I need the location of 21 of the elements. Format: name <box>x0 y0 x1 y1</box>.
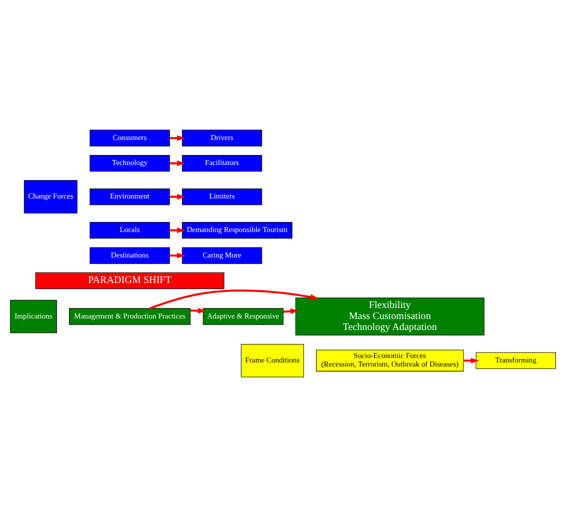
arrow <box>149 289 318 309</box>
node-box: Flexibility Mass Customisation Technology Adaptation <box>295 297 484 335</box>
node-box: Consumers <box>90 129 170 146</box>
node-box: Drivers <box>182 129 262 146</box>
node-box: Socio-Economic Forces (Recession, Terrorism, Outbreak of Diseases) <box>316 349 464 371</box>
node-box: Adaptive & Responsive <box>202 308 284 324</box>
node-box: Environment <box>90 188 170 205</box>
node-box: PARADIGM SHIFT <box>35 272 224 289</box>
node-box: Destinations <box>90 246 170 264</box>
node-box: Limiters <box>182 188 262 205</box>
node-box: Locals <box>90 222 170 238</box>
node-box: Change Forces <box>24 180 78 213</box>
arrow <box>464 357 479 363</box>
node-box: Technology <box>90 154 170 172</box>
node-box: Caring More <box>182 246 262 264</box>
node-box: Implications <box>10 299 57 333</box>
node-box: Frame Conditions <box>240 343 304 377</box>
node-box: Transforming <box>476 352 556 368</box>
node-box: Facilitators <box>182 154 262 172</box>
node-box: Management & Production Practices <box>69 308 191 324</box>
node-box: Demanding Responsible Tourism <box>182 222 292 238</box>
